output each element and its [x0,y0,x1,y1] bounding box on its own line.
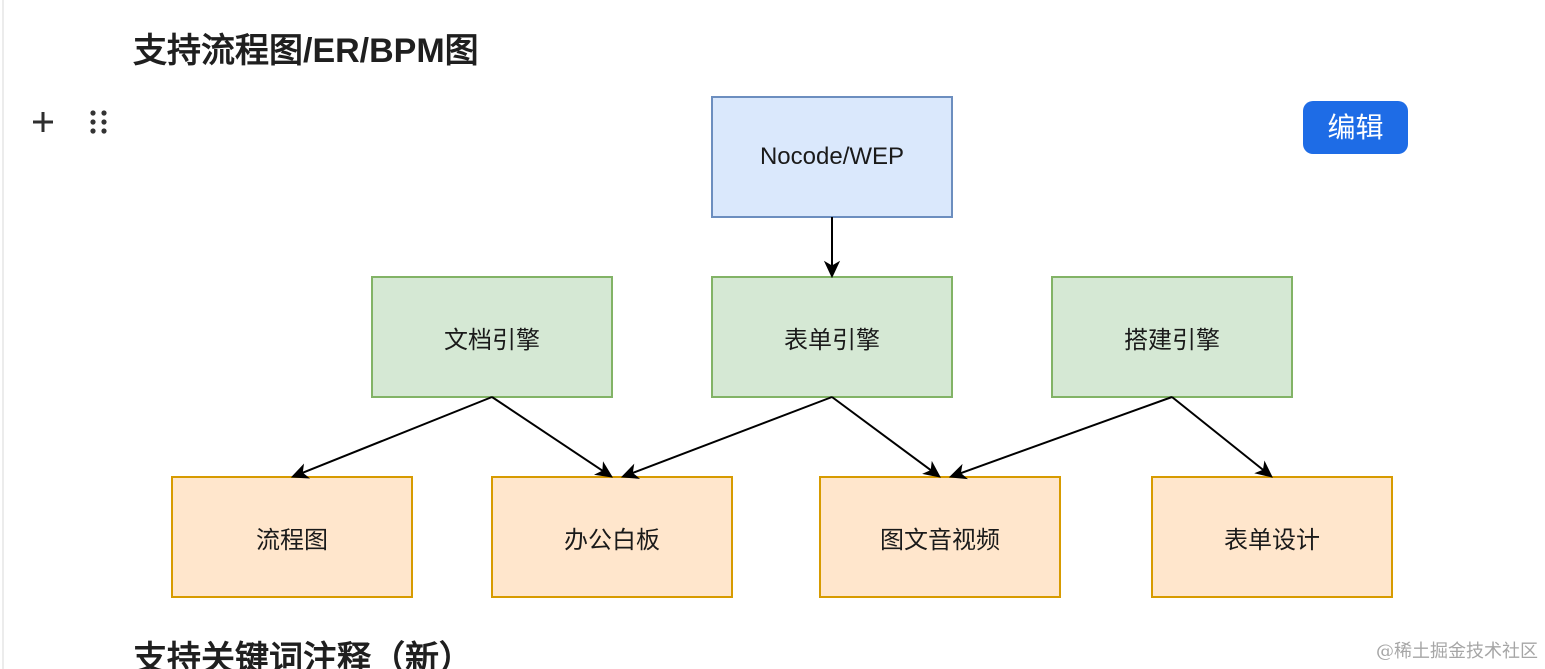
edge-arrow [948,396,1173,480]
edge-line [960,396,1173,475]
edge-arrowhead [922,460,941,478]
diagram-node-whiteboard: 办公白板 [491,476,733,598]
node-label: 搭建引擎 [1124,326,1220,354]
edge-line [301,396,493,474]
edge-arrow [491,396,613,478]
section-heading: 支持关键词注释（新） [133,640,473,669]
edge-line [831,396,932,472]
diagram-node-root: Nocode/WEP [711,96,953,218]
diagram-node-builder-engine: 搭建引擎 [1051,276,1293,398]
section-heading: 支持流程图/ER/BPM图 [133,32,479,70]
edge-arrowhead [594,461,613,478]
edge-arrow [823,217,841,279]
edge-arrowhead [823,260,841,279]
node-label: 文档引擎 [444,326,540,354]
node-label: 图文音视频 [880,526,1000,554]
plus-icon[interactable] [31,110,55,134]
edge-arrow [290,396,493,479]
editor-left-border [2,0,4,669]
diagram-node-document-engine: 文档引擎 [371,276,613,398]
node-label: Nocode/WEP [759,143,905,170]
edge-arrowhead [1254,460,1273,478]
diagram-canvas: Nocode/WEP 文档引擎 表单引擎 搭建引擎 流程图 办公白板 图文音视频… [160,86,1400,606]
diagram-node-form-design: 表单设计 [1151,476,1393,598]
edge-arrow [620,396,833,479]
edge-line [631,396,833,475]
node-label: 流程图 [256,526,328,554]
edge-line [491,396,604,472]
diagram-node-flowchart: 流程图 [171,476,413,598]
diagram-node-media: 图文音视频 [819,476,1061,598]
edge-arrow [831,396,941,478]
drag-handle-icon[interactable] [89,109,108,135]
node-label: 表单引擎 [784,326,880,354]
edge-arrow [1171,396,1273,478]
diagram-node-form-engine: 表单引擎 [711,276,953,398]
node-label: 办公白板 [564,526,660,554]
watermark: @稀土掘金技术社区 [1376,641,1538,662]
edit-button[interactable]: 编辑 [1303,101,1408,154]
edge-line [1171,396,1265,471]
node-label: 表单设计 [1224,526,1320,554]
